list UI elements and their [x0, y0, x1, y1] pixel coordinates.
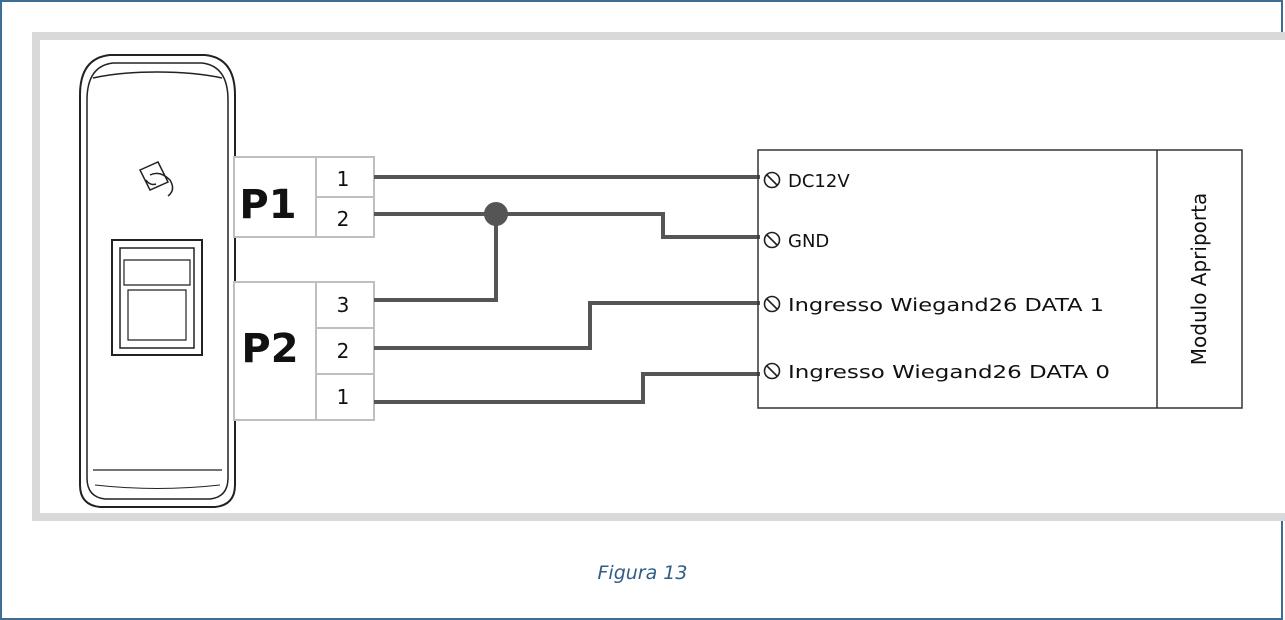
terminal-screw-icon — [763, 231, 781, 249]
figure-caption: Figura 13 — [597, 562, 688, 584]
terminal-gnd: GND — [788, 231, 829, 252]
p2-pin-3: 3 — [337, 293, 350, 317]
card-reader-device — [79, 54, 236, 508]
p2-pin-1: 1 — [337, 385, 350, 409]
module-box — [757, 149, 1243, 409]
wire-gnd-p2-3 — [374, 214, 498, 302]
terminal-data0: Ingresso Wiegand26 DATA 0 — [788, 362, 1110, 383]
wire-data1 — [374, 301, 760, 350]
terminal-screw-icon — [763, 171, 781, 189]
p2-pin-2: 2 — [337, 339, 350, 363]
terminal-data1: Ingresso Wiegand26 DATA 1 — [788, 295, 1104, 316]
wiring-diagram: P1 P2 1 2 3 2 1 DC12V GND Ingresso Wiega… — [79, 54, 1243, 508]
p1-pin-2: 2 — [337, 207, 350, 231]
wires — [374, 175, 760, 404]
wire-data0 — [374, 372, 760, 404]
connector-p1-label: P1 — [239, 182, 296, 228]
contactless-card-icon — [138, 161, 174, 197]
p1-pin-1: 1 — [337, 167, 350, 191]
module-title: Modulo Apriporta — [1187, 193, 1211, 365]
connector-boxes — [233, 156, 375, 421]
terminal-icons — [763, 171, 781, 380]
diagram-panel — [32, 32, 1285, 521]
connector-p2-label: P2 — [241, 326, 298, 372]
terminal-screw-icon — [763, 362, 781, 380]
terminal-screw-icon — [763, 295, 781, 313]
terminal-dc12v: DC12V — [788, 171, 850, 192]
wire-gnd — [374, 212, 760, 239]
wire-junction — [484, 202, 508, 226]
